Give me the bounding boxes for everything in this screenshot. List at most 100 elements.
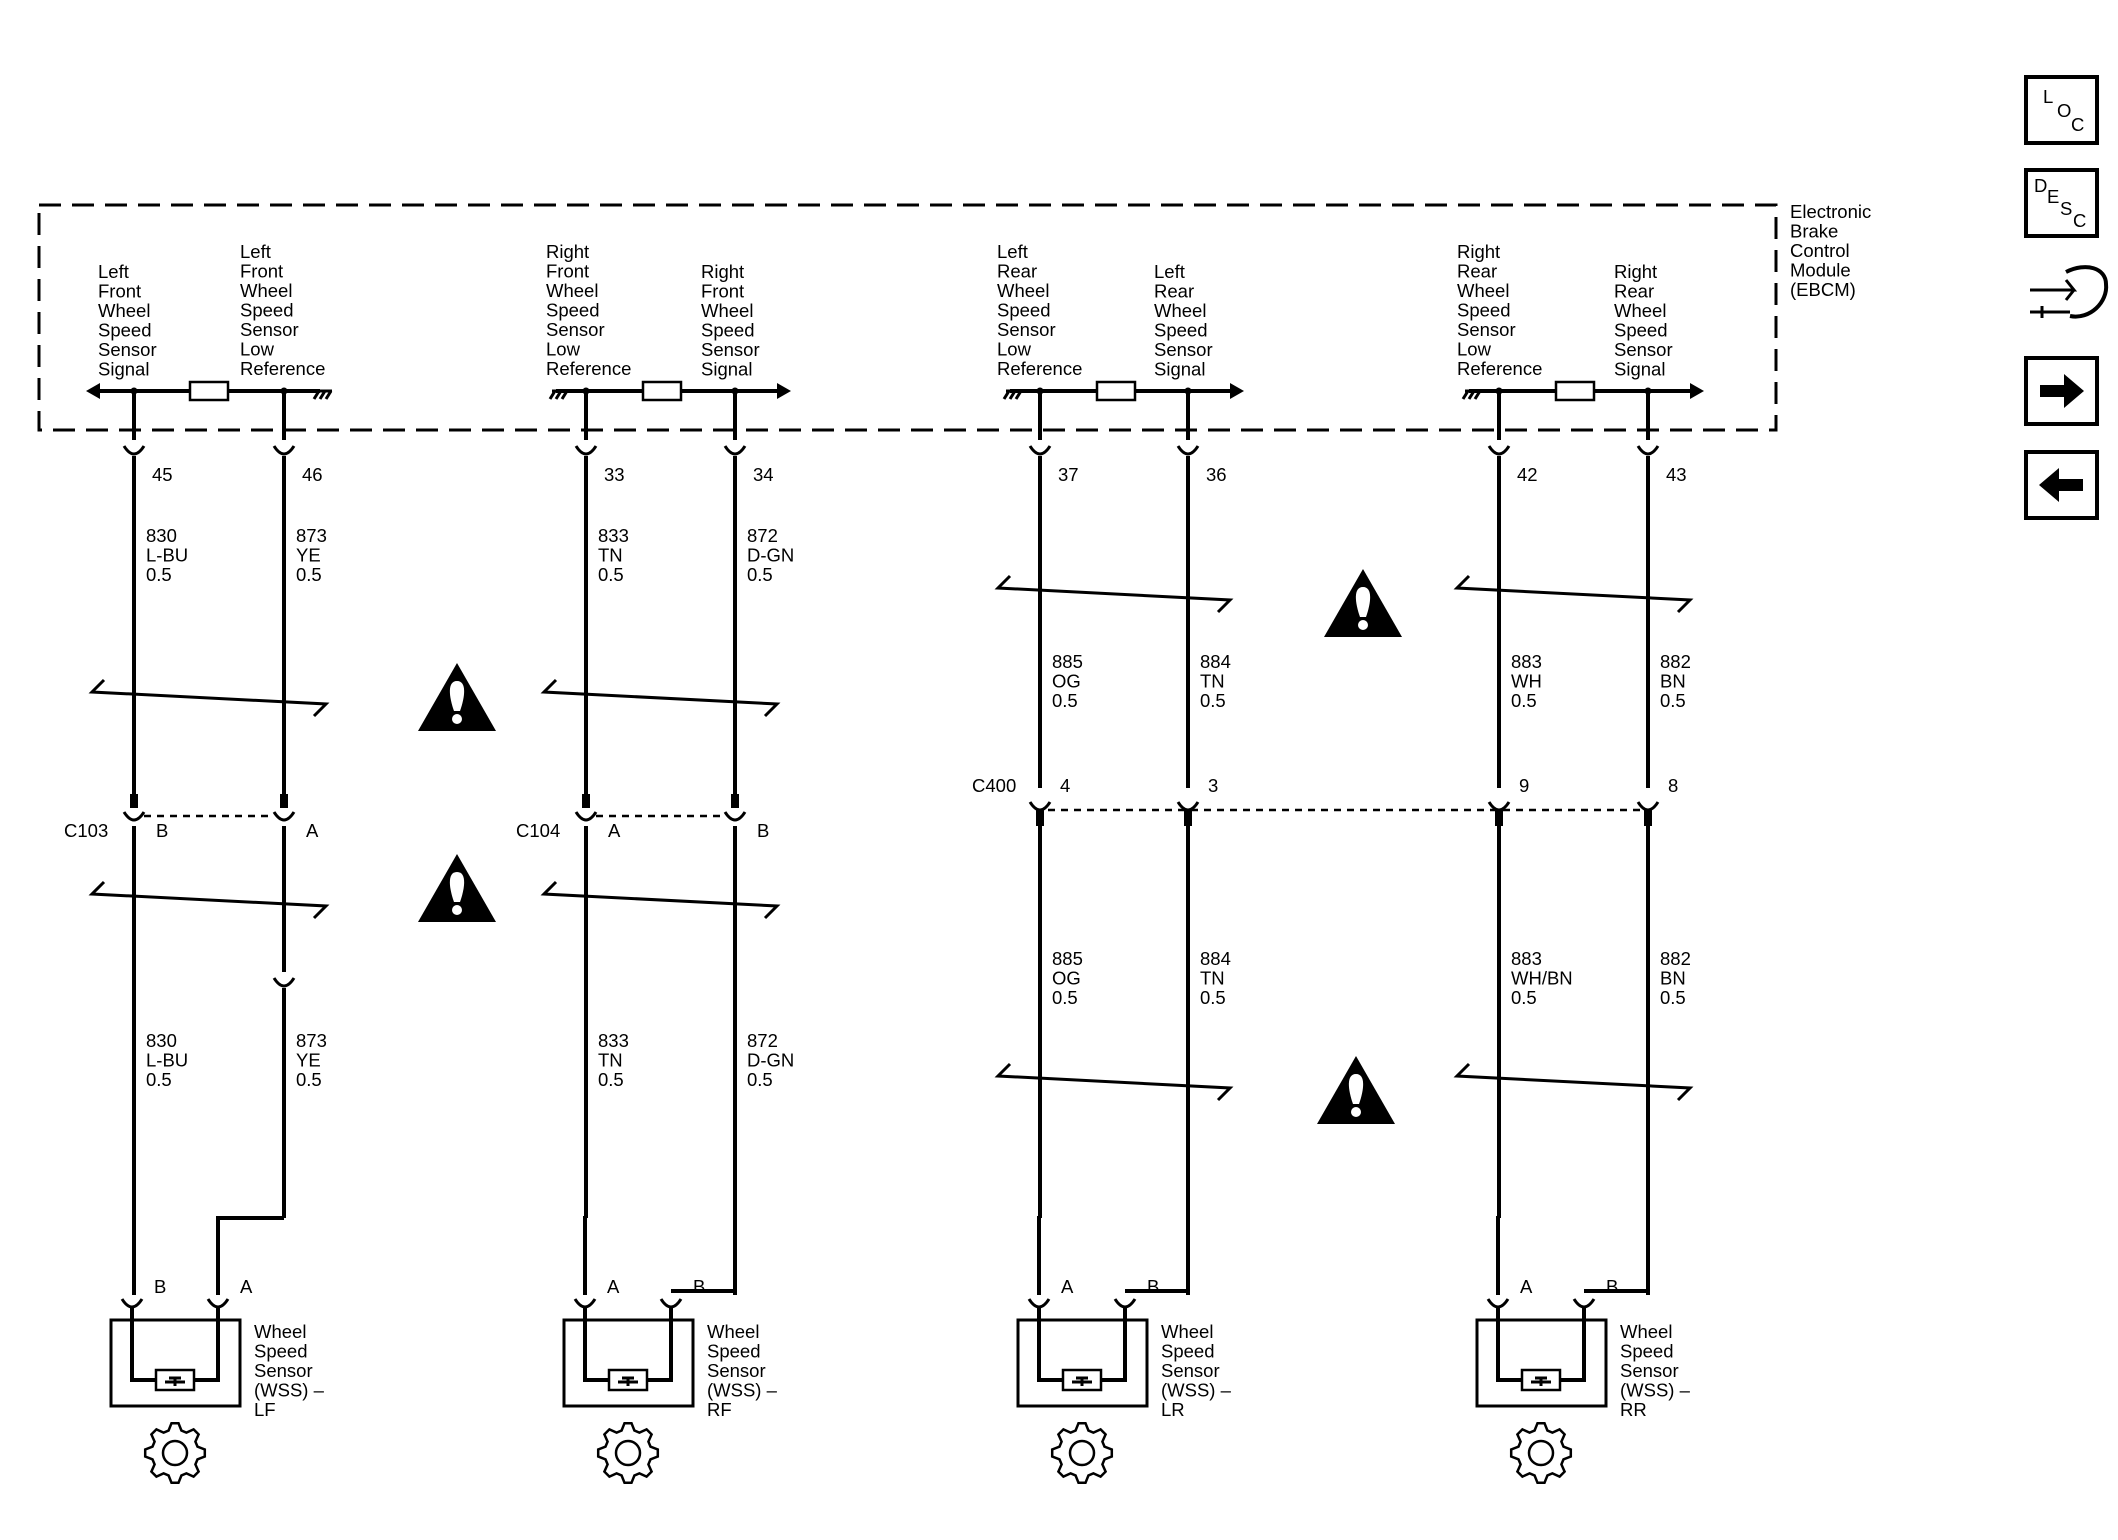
signal-label-line: Wheel [701,300,753,321]
module-pin-cup [723,445,747,456]
signal-wire-lower-label-line: 0.5 [1660,987,1686,1008]
sensor-label-line: Speed [254,1341,308,1362]
lowref-label-line: Low [1457,339,1492,360]
lowref-jog [1037,1216,1041,1295]
signal-pin-number: 45 [152,464,173,485]
module-pin-cup [574,445,598,456]
lowref-label-line: Speed [1457,300,1511,321]
connector-cup [1636,801,1660,812]
signal-label-line: Right [701,261,744,282]
connector-pin: 4 [1060,775,1070,796]
signal-wire-upper-label-line: 882 [1660,651,1691,672]
wheel-speed-sensor [109,1308,242,1485]
lowref-label-line: Front [546,261,589,282]
next-button[interactable] [2024,356,2099,426]
lowref-wire-lower-label-line: TN [598,1050,623,1071]
signal-label-line: Right [1614,261,1657,282]
lowref-jog [216,1216,284,1295]
signal-wire-lower-label-line: D-GN [747,1050,794,1071]
hand-tool-button[interactable] [2030,265,2109,319]
sensor-pin-cup [1572,1298,1596,1309]
arrow-glyph [2030,279,2078,301]
gear-hub [614,1439,642,1467]
signal-label-line: Signal [701,359,752,380]
lowref-label-line: Wheel [240,280,292,301]
wire-break-lower [540,880,781,920]
signal-wire-lower-label-line: BN [1660,968,1686,989]
sensor-symbol [1531,1376,1551,1386]
arrow-left-icon [2039,468,2083,502]
signal-wire-lower-label-line: 882 [1660,948,1691,969]
signal-wire-lower-label-line: 830 [146,1030,177,1051]
sensor-pin-cup [120,1298,144,1309]
sensor-pin-label: B [154,1276,166,1297]
ground-tick [554,390,563,400]
lowref-wire-upper-label-line: 885 [1052,651,1083,672]
connector-name: C104 [516,820,560,841]
connector-cup [1486,1298,1510,1309]
sensor-pin-label: A [607,1276,620,1297]
connector-cup [1176,445,1200,456]
lowref-label-line: Right [546,241,589,262]
lowref-label-line: Sensor [240,319,299,340]
sensor-pin-cup [1486,1298,1510,1309]
lowref-label-line: Speed [240,300,294,321]
sensor-label-line: Wheel [1161,1321,1213,1342]
lowref-label-line: Speed [997,300,1051,321]
desc-glyph-e: E [2047,186,2059,207]
wire-break-lower [88,880,330,920]
sensor-pin-label: B [1606,1276,1618,1297]
connector-cup [1113,1298,1137,1309]
ground-symbol [312,389,333,400]
loc-button[interactable]: LOC [2024,75,2099,145]
wheel-speed-sensor [562,1308,695,1485]
ground-tick [1467,390,1476,400]
prev-button[interactable] [2024,450,2099,520]
lowref-wire-lower-label-line: YE [296,1050,321,1071]
sensor-label-line: Sensor [254,1360,313,1381]
wire-break-lower [1453,1062,1694,1102]
inline-connector-cup [1636,801,1660,812]
sensor-label-line: (WSS) – [1620,1380,1691,1401]
connector-cup [122,811,146,822]
signal-arrow [1230,383,1244,399]
ground-symbol [548,389,569,400]
sensor-label-line: RR [1620,1399,1647,1420]
lowref-wire-upper-label-line: OG [1052,671,1081,692]
lowref-label-line: Speed [546,300,600,321]
signal-wire-lower-label-line: 0.5 [1200,987,1226,1008]
signal-wire-upper-label-line: TN [1200,671,1225,692]
gear-hub [1527,1439,1555,1467]
connector-cup [574,811,598,822]
ground-tick [1461,390,1470,400]
connector-cup [723,445,747,456]
loc-glyph-c: C [2071,114,2084,135]
sensor-label-line: Wheel [1620,1321,1672,1342]
warning-bang [449,681,465,711]
inline-connector-cup [723,811,747,822]
desc-glyph-d: D [2034,175,2047,196]
lowref-label-line: Sensor [1457,319,1516,340]
signal-label-line: Signal [1154,359,1205,380]
signal-label-line: Speed [1614,320,1668,341]
wheel-speed-sensor [1475,1308,1608,1485]
lowref-label-line: Low [546,339,581,360]
lowref-label-line: Low [997,339,1032,360]
inline-connector-male [280,794,288,808]
